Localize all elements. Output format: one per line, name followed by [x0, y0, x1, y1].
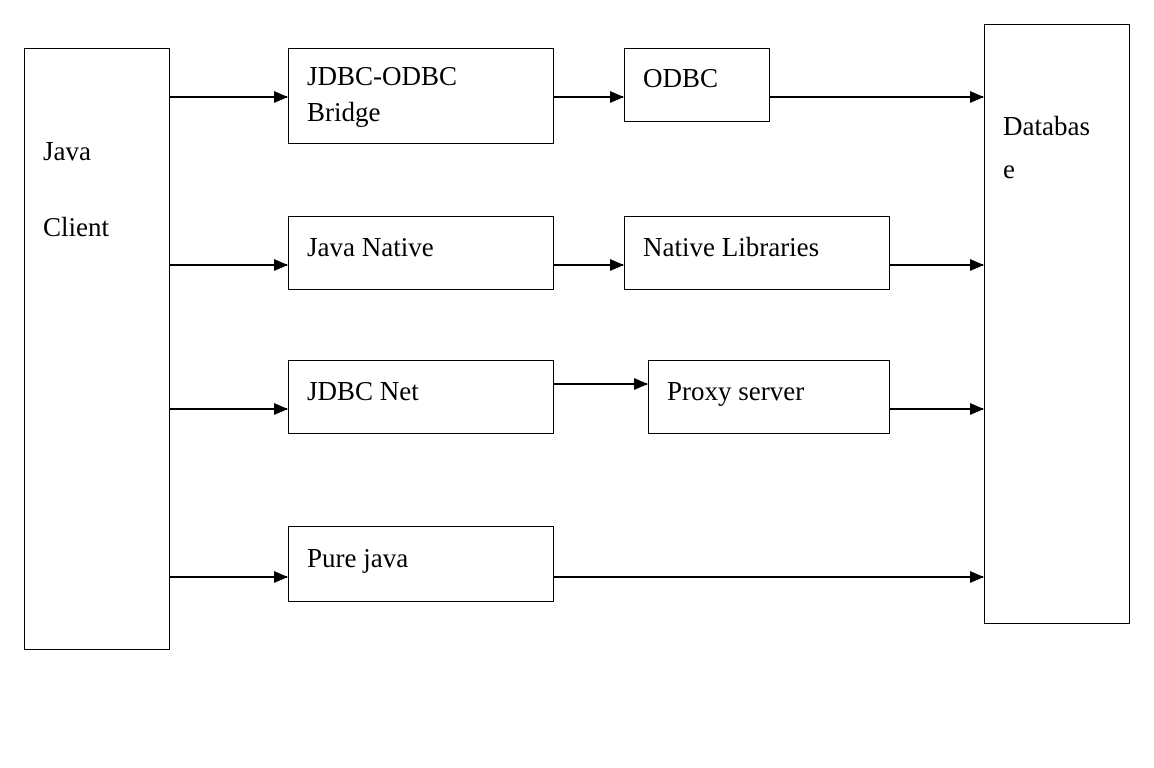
java-client-label-line-1: Java: [43, 136, 91, 166]
jdbc-odbc-bridge-box: JDBC-ODBC Bridge: [288, 48, 554, 144]
pure-java-label: Pure java: [307, 543, 409, 573]
database-label-line-1: Databas: [1003, 111, 1090, 141]
java-native-label: Java Native: [307, 232, 434, 262]
database-label-line-2: e: [1003, 154, 1015, 184]
java-client-box: Java Client: [24, 48, 170, 650]
database-box: Databas e: [984, 24, 1130, 624]
proxy-server-box: Proxy server: [648, 360, 890, 434]
native-libraries-label: Native Libraries: [643, 232, 820, 262]
proxy-server-label: Proxy server: [667, 376, 805, 406]
jdbc-odbc-bridge-label-line-1: JDBC-ODBC: [307, 61, 458, 91]
odbc-box: ODBC: [624, 48, 770, 122]
jdbc-net-box: JDBC Net: [288, 360, 554, 434]
java-native-box: Java Native: [288, 216, 554, 290]
pure-java-box: Pure java: [288, 526, 554, 602]
jdbc-odbc-bridge-label-line-2: Bridge: [307, 97, 381, 127]
jdbc-net-label: JDBC Net: [307, 376, 419, 406]
java-client-label-line-2: Client: [43, 212, 109, 242]
native-libraries-box: Native Libraries: [624, 216, 890, 290]
odbc-label: ODBC: [643, 63, 719, 93]
